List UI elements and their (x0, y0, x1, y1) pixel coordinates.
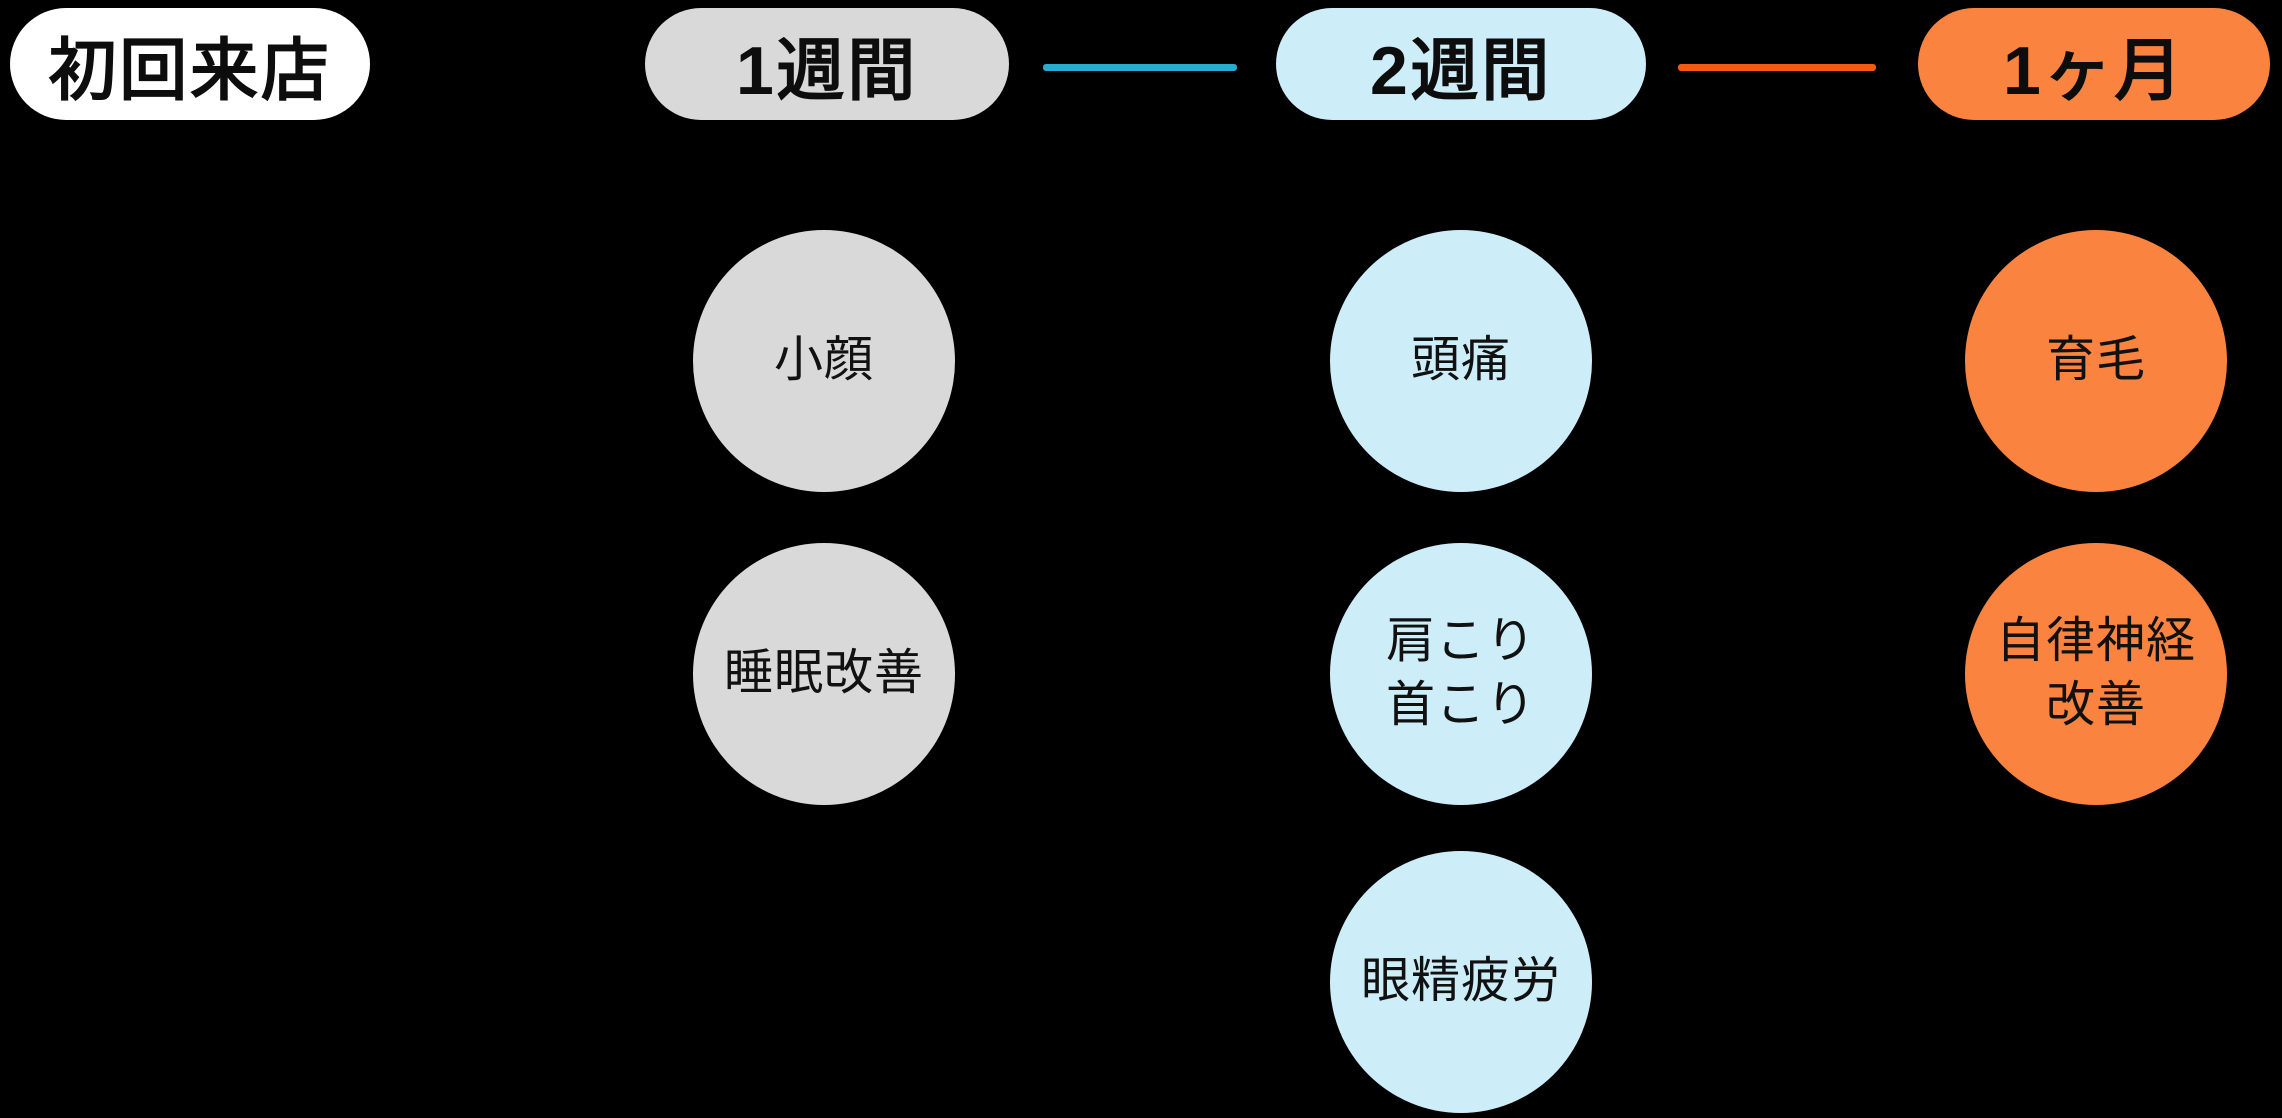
effect-circle-autonomic-nerve-improvement: 自律神経 改善 (1965, 543, 2227, 805)
effect-circle-autonomic-nerve-improvement-label: 自律神経 改善 (1996, 614, 2196, 732)
stage-pill-two-weeks: 2週間 (1276, 8, 1646, 120)
effect-circle-small-face-label: 小顔 (774, 333, 874, 388)
connector-line-week2-month1 (1678, 64, 1876, 71)
stage-pill-first-visit-label: 初回来店 (48, 32, 332, 109)
effect-circle-headache-label: 頭痛 (1411, 333, 1511, 388)
stage-pill-one-month: 1ヶ月 (1918, 8, 2270, 120)
effect-circle-small-face: 小顔 (693, 230, 955, 492)
effect-circle-shoulder-neck-stiffness-label: 肩こり 首こり (1386, 614, 1536, 732)
effect-circle-sleep-improvement-label: 睡眠改善 (724, 646, 924, 701)
effect-circle-headache: 頭痛 (1330, 230, 1592, 492)
stage-pill-first-visit: 初回来店 (10, 8, 370, 120)
connector-line-week1-week2 (1043, 64, 1237, 71)
stage-pill-one-month-label: 1ヶ月 (2003, 32, 2185, 109)
effect-circle-hair-growth-label: 育毛 (2046, 333, 2146, 388)
effect-circle-eye-strain-label: 眼精疲労 (1361, 954, 1561, 1009)
effect-circle-eye-strain: 眼精疲労 (1330, 851, 1592, 1113)
stage-pill-one-week: 1週間 (645, 8, 1009, 120)
effect-circle-shoulder-neck-stiffness: 肩こり 首こり (1330, 543, 1592, 805)
effect-circle-sleep-improvement: 睡眠改善 (693, 543, 955, 805)
stage-pill-two-weeks-label: 2週間 (1370, 32, 1552, 109)
effect-circle-hair-growth: 育毛 (1965, 230, 2227, 492)
stage-pill-one-week-label: 1週間 (736, 32, 918, 109)
